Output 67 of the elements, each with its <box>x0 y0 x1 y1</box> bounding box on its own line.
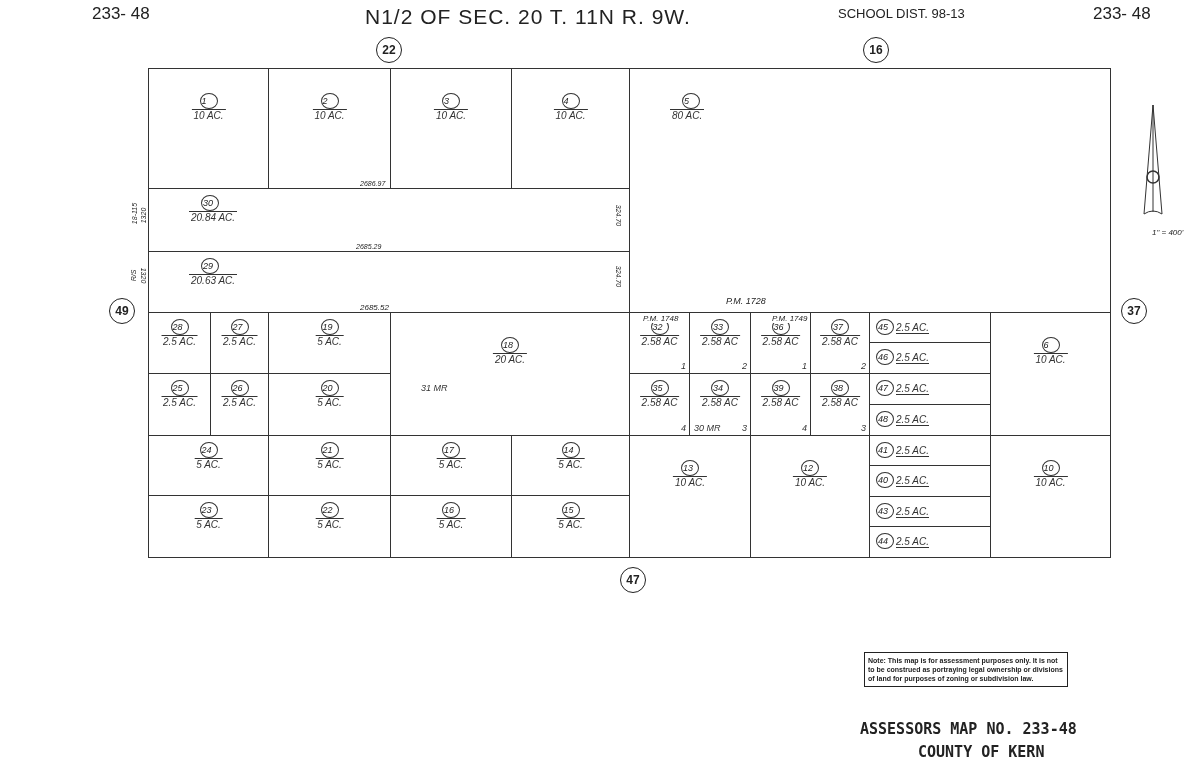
acreage-text: 2.58 AC <box>700 335 740 347</box>
acreage-text: 2.58 AC <box>639 396 680 408</box>
parcel <box>629 68 1111 313</box>
parcel <box>148 68 269 189</box>
acreage-text: 2.58 AC <box>820 335 860 347</box>
acreage-text: 2.5 AC. <box>161 396 198 408</box>
acreage-text: 10 AC. <box>553 109 588 121</box>
acreage-text: 2.5 AC. <box>221 396 258 408</box>
acreage-text: 20 AC. <box>492 353 528 365</box>
acreage-text: 10 AC. <box>672 476 708 488</box>
acreage-text: 20.63 AC. <box>189 274 238 286</box>
acreage-text: 2.58 AC <box>820 396 860 408</box>
adjacent-map-number: 37 <box>1121 298 1147 324</box>
acreage-text: 10 AC. <box>1033 476 1068 488</box>
lot-number: 3 <box>742 423 747 433</box>
note-text: 31 MR <box>421 383 448 393</box>
acreage-text: 5 AC. <box>194 518 223 530</box>
lot-number: 2 <box>861 361 866 371</box>
acreage-text: 5 AC. <box>556 518 585 530</box>
acreage-text: 2.5 AC. <box>896 352 929 364</box>
plat-map-reference: P.M. 1728 <box>726 296 766 306</box>
acreage-text: 10 AC. <box>433 109 469 121</box>
acreage-text: 2.5 AC. <box>896 414 929 426</box>
acreage-text: 2.5 AC. <box>221 335 258 347</box>
acreage-text: 2.58 AC <box>700 396 740 408</box>
acreage-text: 2.5 AC. <box>896 506 929 518</box>
acreage-text: 2.5 AC. <box>896 322 929 334</box>
lot-number: 2 <box>742 361 747 371</box>
lot-number: 4 <box>802 423 807 433</box>
acreage-text: 5 AC. <box>194 458 223 470</box>
scale-text: 1" = 400' <box>1152 228 1184 237</box>
lot-number: 1 <box>681 361 686 371</box>
adjacent-map-number: 49 <box>109 298 135 324</box>
lot-number: 1 <box>802 361 807 371</box>
adjacent-map-number: 16 <box>863 37 889 63</box>
acreage-text: 2.5 AC. <box>161 335 198 347</box>
acreage-text: 2.5 AC. <box>896 383 929 395</box>
acreage-text: 2.5 AC. <box>896 475 929 487</box>
acreage-text: 5 AC. <box>315 518 344 530</box>
acreage-text: 2.58 AC <box>760 335 801 347</box>
acreage-text: 5 AC. <box>436 458 466 470</box>
school-district: SCHOOL DIST. 98-13 <box>838 6 965 21</box>
acreage-text: 10 AC. <box>1033 353 1068 365</box>
acreage-text: 20.84 AC. <box>189 211 238 223</box>
acreage-text: 2.58 AC <box>760 396 801 408</box>
acreage-text: 5 AC. <box>315 458 344 470</box>
acreage-text: 2.5 AC. <box>896 445 929 457</box>
acreage-text: 10 AC. <box>792 476 828 488</box>
acreage-text: 5 AC. <box>315 396 344 408</box>
parcel <box>148 495 269 558</box>
acreage-text: 5 AC. <box>436 518 466 530</box>
acreage-text: 5 AC. <box>315 335 344 347</box>
acreage-text: 10 AC. <box>312 109 347 121</box>
adjacent-map-number: 47 <box>620 567 646 593</box>
acreage-text: 5 AC. <box>556 458 585 470</box>
lot-number: 3 <box>861 423 866 433</box>
acreage-text: 10 AC. <box>191 109 226 121</box>
adjacent-map-number: 22 <box>376 37 402 63</box>
plat-map-reference: P.M. 1748 <box>643 314 679 323</box>
acreage-text: 2.58 AC <box>639 335 680 347</box>
note-text: 30 MR <box>694 423 721 433</box>
lot-number: 4 <box>681 423 686 433</box>
acreage-text: 2.5 AC. <box>896 536 929 548</box>
plat-map-reference: P.M. 1749 <box>772 314 808 323</box>
parcel <box>990 435 1111 558</box>
dimension-text: 2685.52 <box>360 303 389 312</box>
acreage-text: 80 AC. <box>670 109 705 121</box>
